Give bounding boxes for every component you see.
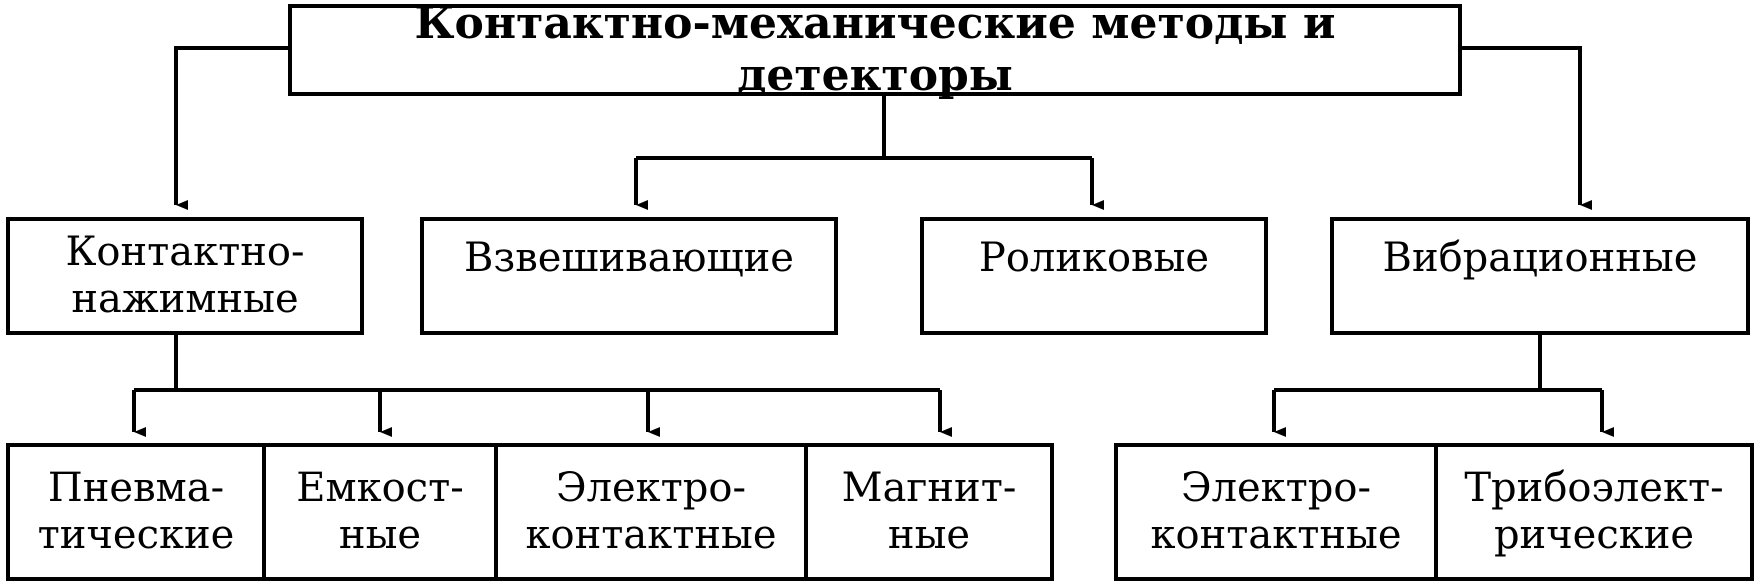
label-electrocontact-1: Электро- контактные — [525, 464, 777, 558]
label-vibration: Вибрационные — [1382, 235, 1698, 281]
label-roller: Роликовые — [978, 235, 1210, 281]
box-roller: Роликовые — [920, 217, 1268, 335]
box-electrocontact-2: Электро- контактные — [1114, 443, 1438, 581]
box-pneumatic: Пневма- тические — [6, 443, 266, 581]
box-weighing: Взвешивающие — [420, 217, 838, 335]
box-contact-press: Контактно- нажимные — [6, 217, 364, 335]
root-box: Контактно-механические методы и детектор… — [288, 0, 1462, 101]
label-contact-press: Контактно- нажимные — [65, 228, 305, 322]
root-label: Контактно-механические методы и детектор… — [414, 0, 1336, 101]
label-pneumatic: Пневма- тические — [37, 464, 235, 558]
box-triboelectric: Трибоэлект- рические — [1434, 443, 1754, 581]
label-magnetic: Магнит- ные — [841, 464, 1017, 558]
label-capacitive: Емкост- ные — [296, 464, 464, 558]
box-magnetic: Магнит- ные — [804, 443, 1054, 581]
label-electrocontact-2: Электро- контактные — [1150, 464, 1402, 558]
arrow-root-to-vibration — [1462, 46, 1592, 210]
box-capacitive: Емкост- ные — [262, 443, 498, 581]
box-electrocontact-1: Электро- контактные — [494, 443, 808, 581]
box-vibration: Вибрационные — [1330, 217, 1750, 335]
label-weighing: Взвешивающие — [464, 235, 794, 281]
arrow-root-to-contact-press — [174, 46, 288, 210]
label-triboelectric: Трибоэлект- рические — [1464, 464, 1724, 558]
